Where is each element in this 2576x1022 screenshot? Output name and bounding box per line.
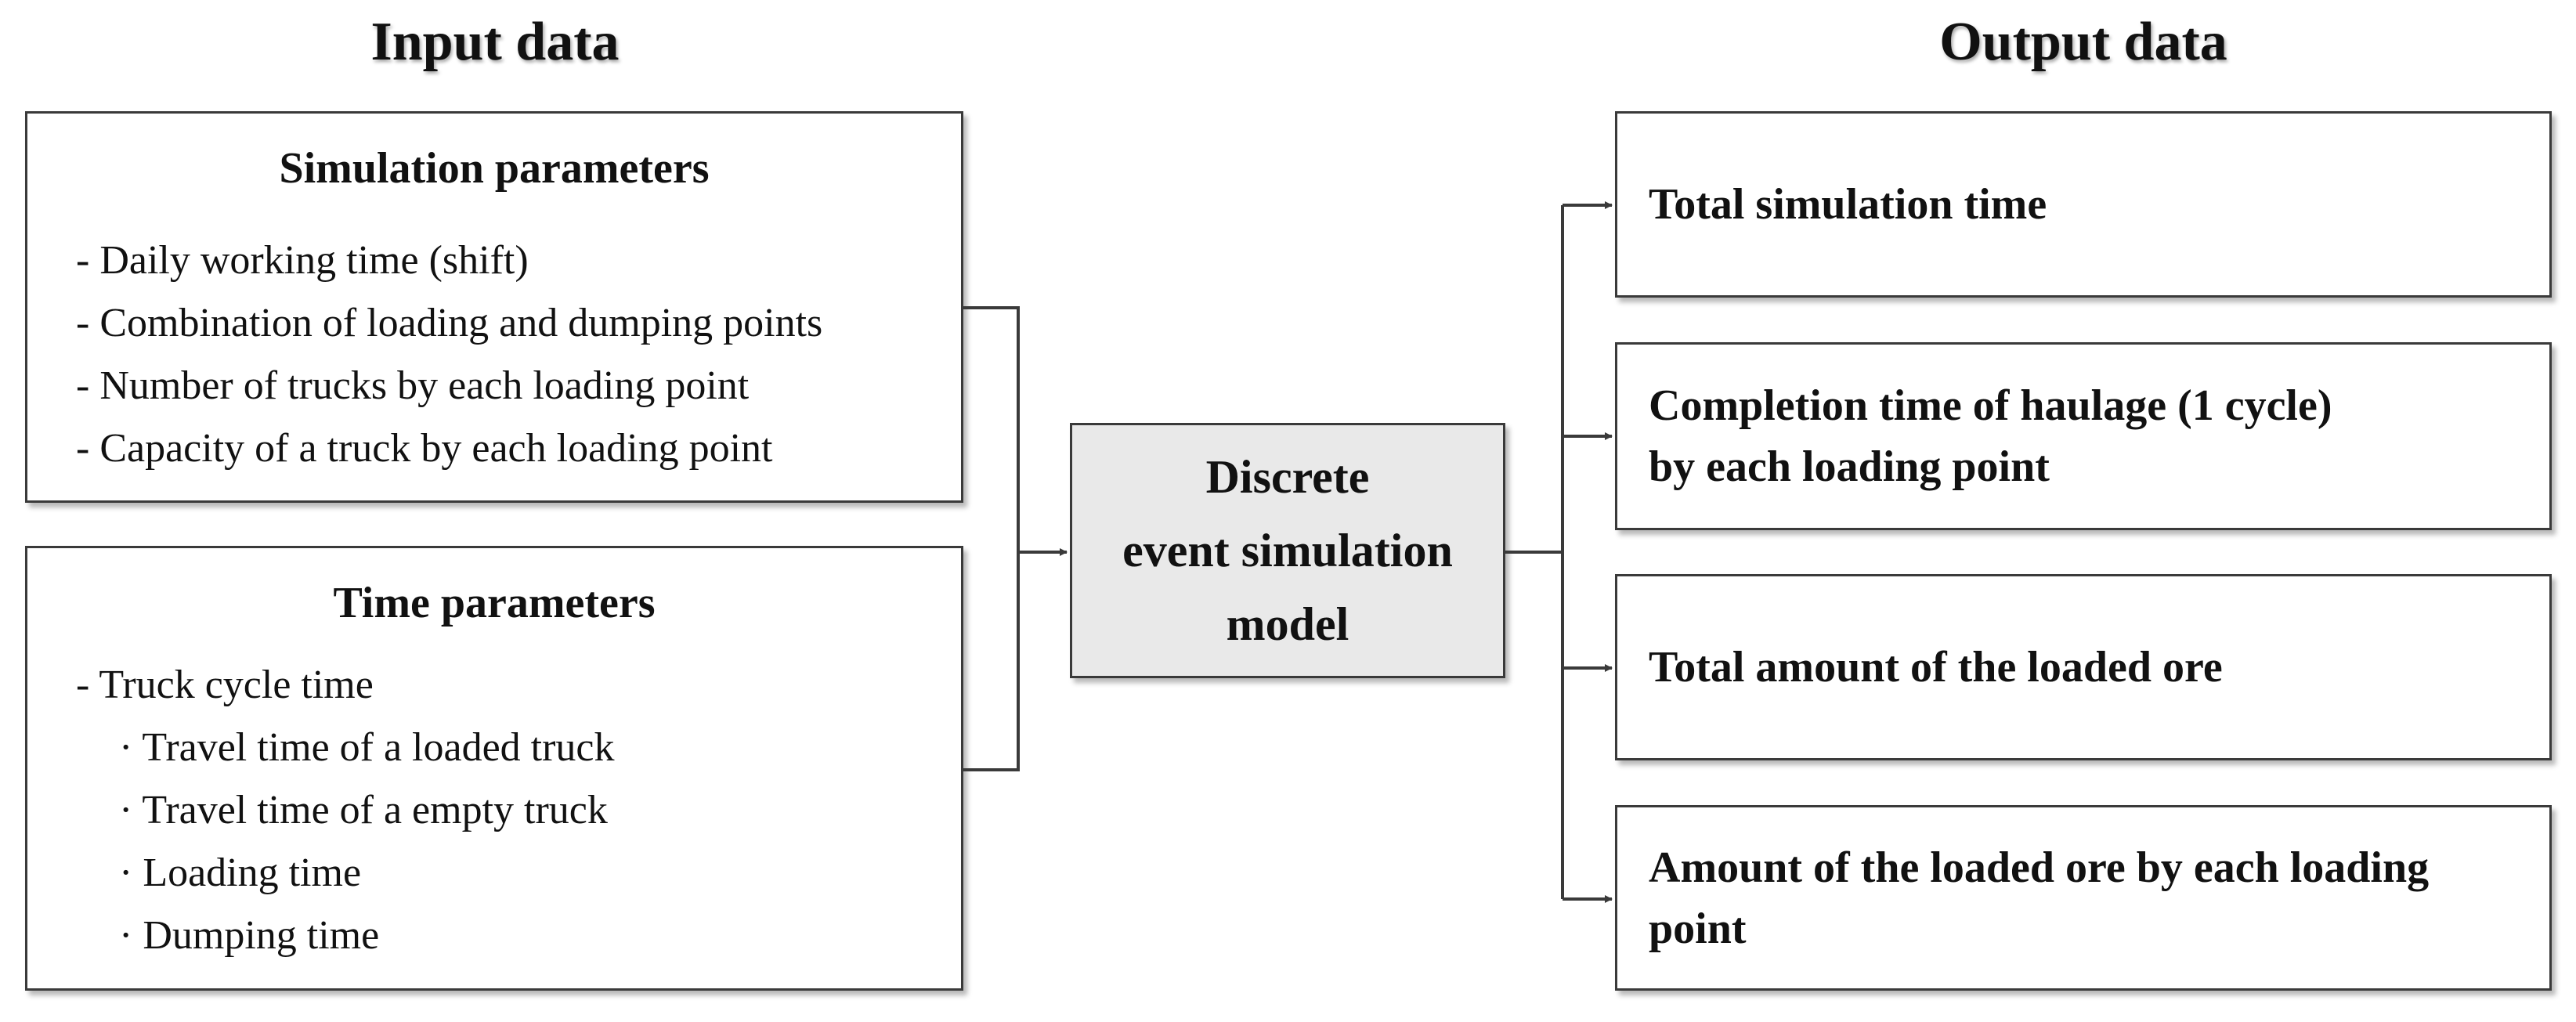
simulation-parameters-list: - Daily working time (shift) - Combinati… [76, 229, 822, 480]
output-label: Total amount of the loaded ore [1649, 643, 2223, 692]
time-parameter-subitem: · Loading time [119, 850, 362, 895]
simulation-parameter-item: - Combination of loading and dumping poi… [76, 301, 823, 345]
output-box-completion-time: Completion time of haulage (1 cycle) by … [1615, 342, 2552, 530]
time-parameter-item: - Truck cycle time [76, 663, 374, 707]
time-parameters-box: Time parameters - Truck cycle time · Tra… [25, 546, 963, 991]
output-box-total-simulation-time: Total simulation time [1615, 111, 2552, 298]
simulation-model-label: Discrete event simulation model [1122, 451, 1453, 650]
simulation-parameter-item: - Number of trucks by each loading point [76, 363, 750, 408]
output-data-heading: Output data [1939, 12, 2227, 72]
output-label: Completion time of haulage (1 cycle) by … [1649, 381, 2332, 491]
time-parameters-list: - Truck cycle time · Travel time of a lo… [76, 654, 615, 967]
input-data-heading: Input data [370, 12, 620, 72]
output-label: Total simulation time [1649, 180, 2047, 229]
time-parameters-title: Time parameters [333, 579, 656, 627]
simulation-model-box: Discrete event simulation model [1070, 423, 1505, 678]
simulation-parameters-title: Simulation parameters [279, 144, 710, 193]
input-merge-bracket [963, 306, 1020, 771]
time-parameter-subitem: · Dumping time [119, 913, 380, 958]
output-box-total-amount: Total amount of the loaded ore [1615, 574, 2552, 760]
simulation-parameter-item: - Capacity of a truck by each loading po… [76, 426, 773, 471]
simulation-parameter-item: - Daily working time (shift) [76, 238, 529, 283]
time-parameter-subitem: · Travel time of a empty truck [119, 788, 608, 832]
output-box-amount-by-loading-point: Amount of the loaded ore by each loading… [1615, 805, 2552, 991]
simulation-parameters-box: Simulation parameters - Daily working ti… [25, 111, 963, 503]
time-parameter-subitem: · Travel time of a loaded truck [119, 725, 615, 770]
output-label: Amount of the loaded ore by each loading… [1649, 843, 2430, 953]
